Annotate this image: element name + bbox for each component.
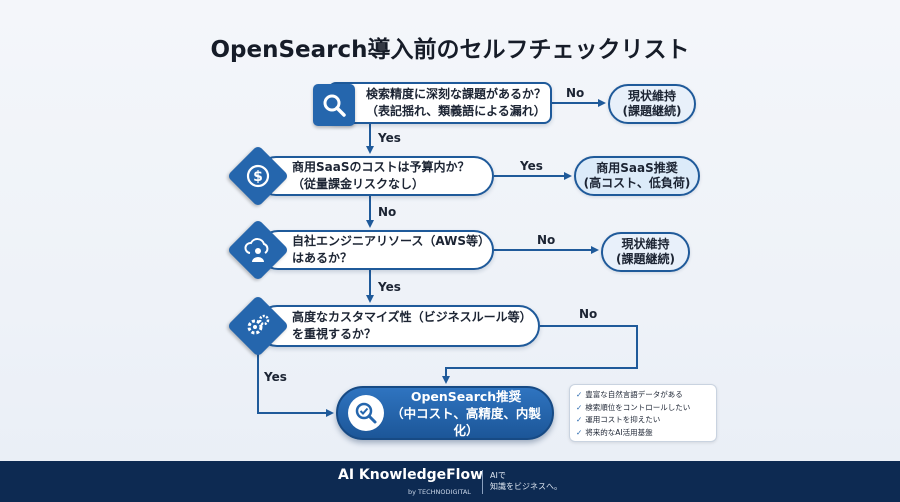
edge-q4-no (442, 325, 638, 384)
question-line: 自社エンジニアリソース（AWS等） (292, 234, 491, 248)
final-subtitle: （中コスト、高精度、内製化） (391, 405, 541, 438)
edge-label-yes: Yes (378, 280, 401, 294)
question-line: （表記揺れ、類義語による漏れ） (366, 104, 546, 118)
result-line: 現状維持 (621, 237, 670, 251)
footer-tagline: AIで 知識をビジネスへ。 (490, 471, 562, 491)
brand-subtitle: by TECHNODIGITAL (408, 488, 471, 496)
result-line: (課題継続) (622, 104, 682, 118)
edge-label-no: No (537, 233, 556, 247)
check-icon: ✓ (576, 415, 583, 424)
edge-label-yes: Yes (264, 370, 287, 384)
result-line: 商用SaaS推奨 (596, 161, 678, 175)
footer-divider (482, 470, 483, 494)
edge-label-no: No (579, 307, 598, 321)
question-saas-cost: 商用SaaSのコストは予算内か？ （従量課金リスクなし） (256, 156, 494, 196)
question-line: 高度なカスタマイズ性（ビジネスルール等） (292, 310, 532, 324)
check-icon: ✓ (576, 427, 583, 437)
result-line: (高コスト、低負荷) (583, 176, 691, 190)
result-keep-status: 現状維持 (課題継続) (608, 84, 696, 124)
question-search-accuracy: 検索精度に深刻な課題があるか？ （表記揺れ、類義語による漏れ） (328, 82, 552, 124)
footer-bar: AI KnowledgeFlow by TECHNODIGITAL AIで 知識… (0, 461, 900, 502)
gears-icon (228, 296, 288, 356)
dollar-icon: $ (228, 146, 288, 206)
cloud-user-icon (228, 220, 288, 280)
question-line: を重視するか？ (292, 327, 377, 341)
edge-label-no: No (566, 86, 585, 100)
question-line: 検索精度に深刻な課題があるか？ (366, 87, 547, 101)
brand-name: AI KnowledgeFlow (338, 467, 484, 483)
result-saas-recommended: 商用SaaS推奨 (高コスト、低負荷) (574, 156, 700, 196)
edge-q4-yes (257, 340, 334, 417)
question-engineer-resources: 自社エンジニアリソース（AWS等） はあるか？ (258, 230, 494, 270)
final-title: OpenSearch推奨 (410, 388, 522, 404)
check-icon: ✓ (576, 390, 583, 399)
question-line: 商用SaaSのコストは予算内か？ (292, 160, 470, 174)
page-title: OpenSearch導入前のセルフチェックリスト (210, 37, 690, 63)
search-icon (313, 84, 355, 126)
checklist-item: ✓検索順位をコントロールしたい (576, 402, 691, 412)
check-icon: ✓ (576, 402, 583, 412)
edge-label-yes: Yes (520, 159, 543, 173)
question-line: （従量課金リスクなし） (292, 177, 425, 191)
edge-label-yes: Yes (378, 131, 401, 145)
result-keep-status: 現状維持 (課題継続) (601, 232, 690, 272)
svg-text:$: $ (253, 169, 263, 185)
checklist-item: ✓豊富な自然言語データがある (576, 390, 683, 399)
search-check-icon (348, 395, 384, 431)
question-line: はあるか？ (292, 251, 353, 265)
checklist-item: ✓将来的なAI活用基盤 (576, 427, 653, 437)
final-recommendation: OpenSearch推奨 （中コスト、高精度、内製化） (336, 386, 554, 440)
question-customization: 高度なカスタマイズ性（ビジネスルール等） を重視するか？ (256, 305, 540, 347)
result-line: (課題継続) (616, 252, 675, 266)
checklist-item: ✓運用コストを抑えたい (576, 415, 661, 424)
edge-label-no: No (378, 205, 397, 219)
checklist-box: ✓豊富な自然言語データがある ✓検索順位をコントロールしたい ✓運用コストを抑え… (569, 384, 717, 442)
result-line: 現状維持 (627, 89, 676, 103)
